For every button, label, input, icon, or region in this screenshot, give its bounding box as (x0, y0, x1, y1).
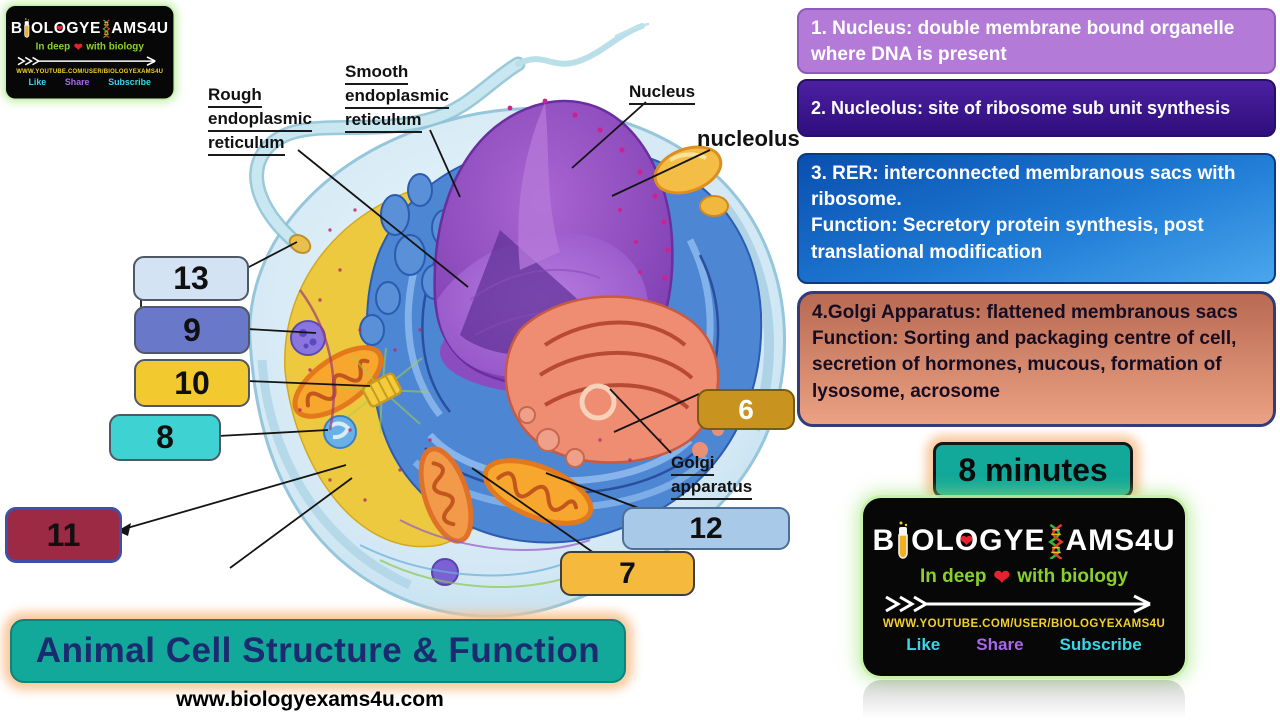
number-box-7: 7 (560, 551, 695, 596)
channel-url: WWW.YOUTUBE.COM/USER/BIOLOGYEXAMS4U (882, 617, 1166, 630)
dna-icon (1047, 523, 1064, 559)
test-tube-icon (24, 17, 30, 38)
heart-icon: ❤ (73, 41, 83, 54)
channel-tagline: In deep ❤ with biology (36, 41, 144, 54)
heart-icon: ❤ (959, 533, 975, 551)
label-golgi: Golgi apparatus (671, 452, 753, 501)
lysosome (290, 320, 326, 356)
channel-name: B OL O ❤ GYE (872, 520, 1175, 562)
tagline-text: with biology (1017, 566, 1129, 587)
logo-text: B (10, 19, 23, 37)
logo-text: OL (31, 19, 54, 37)
label-line: reticulum (345, 109, 422, 134)
lipid-droplet (653, 145, 729, 217)
arrow-graphic (885, 594, 1151, 613)
social-row: Like Share Subscribe (28, 77, 150, 87)
number-box-11: 11 (5, 507, 122, 563)
channel-logo-card: B OL O ❤ GYE (6, 6, 174, 99)
channel-logo-large: B OL O ❤ GYE (863, 498, 1185, 676)
tagline-text: In deep (35, 41, 71, 53)
dna-icon (101, 19, 111, 38)
channel-url: WWW.YOUTUBE.COM/USER/BIOLOGYEXAMS4U (16, 68, 164, 75)
label-line: Smooth (345, 61, 409, 86)
logo-text: GYE (66, 19, 101, 37)
number-box-12: 12 (622, 507, 790, 550)
channel-tagline: In deep ❤ with biology (920, 565, 1128, 590)
social-row: Like Share Subscribe (906, 635, 1141, 655)
label-rough-er: Rough endoplasmic reticulum (208, 84, 312, 157)
heart-icon: ❤ (993, 566, 1011, 589)
label-nucleolus: nucleolus (697, 125, 800, 154)
website-url: www.biologyexams4u.com (176, 688, 444, 711)
like-label: Like (906, 634, 941, 654)
leader-lines (116, 101, 711, 569)
logo-text: OL (911, 523, 955, 557)
number-box-10: 10 (134, 359, 250, 407)
logo-text: AMS4U (111, 19, 169, 37)
number-box-8: 8 (109, 414, 221, 461)
logo-text: O (53, 19, 67, 37)
basal-body (288, 234, 312, 254)
label-nucleus: Nucleus (629, 81, 696, 106)
logo-text: AMS4U (1065, 523, 1176, 557)
tagline-text: In deep (919, 566, 987, 587)
tagline-text: with biology (86, 41, 144, 53)
info-box-rer: 3. RER: interconnected membranous sacs w… (797, 153, 1276, 284)
test-tube-icon (898, 521, 908, 559)
golgi-apparatus (504, 295, 724, 468)
number-box-13: 13 (133, 256, 249, 301)
centriole (339, 347, 429, 435)
flagellum (249, 22, 650, 254)
share-label: Share (64, 76, 90, 87)
heart-icon: ❤ (56, 24, 64, 34)
logo-o-heart: O ❤ (54, 20, 67, 36)
label-line: nucleolus (697, 126, 800, 151)
reflection-fade (863, 680, 1185, 720)
like-label: Like (28, 76, 47, 87)
mitochondrion (292, 345, 594, 544)
info-box-nucleolus: 2. Nucleolus: site of ribosome sub unit … (797, 79, 1276, 137)
label-line: Golgi (671, 452, 715, 477)
label-line: endoplasmic (345, 85, 449, 110)
channel-name: B OL O ❤ GYE (11, 17, 169, 39)
logo-text: GYE (979, 523, 1046, 557)
label-line: reticulum (208, 132, 285, 157)
logo-reflection: BOLOGYEAMS4U In deep❤with biology WWW.YO… (863, 680, 1185, 720)
channel-logo-card: B OL O ❤ GYE (863, 498, 1185, 676)
channel-logo-small: B OL O ❤ GYE (6, 6, 174, 99)
label-line: endoplasmic (208, 108, 312, 133)
number-box-6: 6 (697, 389, 795, 430)
number-box-9: 9 (134, 306, 250, 354)
logo-o-heart: O ❤ (954, 523, 980, 557)
label-line: Rough (208, 84, 262, 109)
subscribe-label: Subscribe (108, 76, 151, 87)
subscribe-label: Subscribe (1059, 634, 1142, 654)
label-smooth-er: Smooth endoplasmic reticulum (345, 61, 449, 134)
page-title: Animal Cell Structure & Function (10, 619, 626, 683)
duration-badge: 8 minutes (933, 442, 1133, 498)
logo-text: O (954, 523, 980, 557)
arrow-graphic (17, 56, 156, 66)
cytoskeleton (298, 289, 591, 588)
share-label: Share (976, 634, 1024, 654)
vesicle (323, 415, 357, 449)
logo-text: B (872, 523, 896, 557)
info-box-nucleus: 1. Nucleus: double membrane bound organe… (797, 8, 1276, 74)
info-box-golgi: 4.Golgi Apparatus: flattened membranous … (797, 291, 1276, 427)
label-line: Nucleus (629, 81, 696, 106)
label-line: apparatus (671, 476, 753, 501)
